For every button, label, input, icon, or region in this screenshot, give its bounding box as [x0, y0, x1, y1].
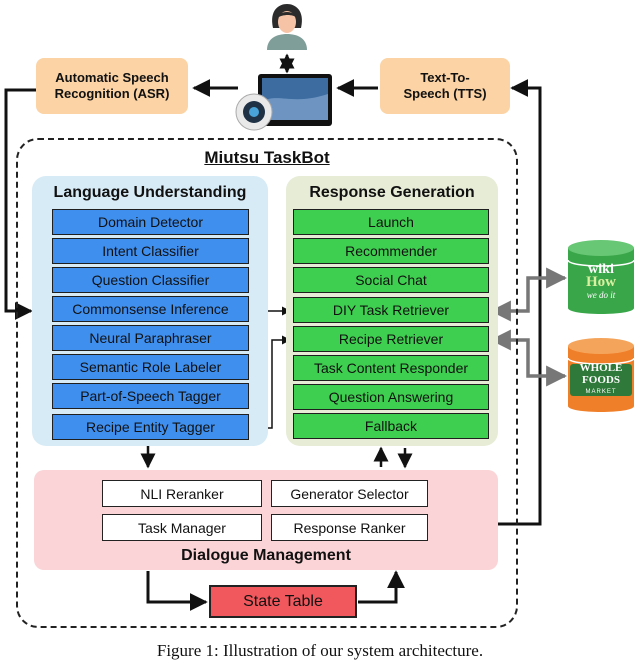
- wikihow-line3: we do it: [586, 289, 616, 300]
- wikihow-logo: wiki How we do it: [574, 262, 628, 302]
- smart-display-device: [232, 72, 340, 132]
- asr-label-line2: Recognition (ASR): [54, 86, 170, 101]
- lu-module-semantic-role-labeler: Semantic Role Labeler: [52, 354, 249, 380]
- rg-module-social-chat: Social Chat: [293, 267, 489, 293]
- asr-box: Automatic Speech Recognition (ASR): [36, 58, 188, 114]
- lu-module-recipe-entity-tagger: Recipe Entity Tagger: [52, 414, 249, 440]
- asr-to-lu-arrow: [4, 88, 38, 320]
- smart-display-icon: [235, 74, 332, 131]
- language-understanding-title: Language Understanding: [53, 184, 247, 201]
- wikihow-database: wiki How we do it: [566, 238, 636, 318]
- dm-to-state-arrow: [146, 571, 208, 611]
- wikihow-line2: How: [586, 273, 616, 290]
- rg-module-task-content-responder: Task Content Responder: [293, 355, 489, 381]
- lu-module-intent-classifier: Intent Classifier: [52, 238, 249, 264]
- rg-module-recommender: Recommender: [293, 238, 489, 264]
- rg-module-launch: Launch: [293, 209, 489, 235]
- dm-task-manager: Task Manager: [102, 514, 262, 541]
- taskbot-title: Miutsu TaskBot: [204, 148, 330, 167]
- diy-wikihow-arrow: [489, 267, 568, 322]
- rg-module-recipe-retriever: Recipe Retriever: [293, 326, 489, 352]
- dm-response-ranker: Response Ranker: [271, 514, 428, 541]
- asr-label-line1: Automatic Speech: [55, 70, 169, 85]
- rg-module-fallback: Fallback: [293, 413, 489, 439]
- lu-module-neural-paraphraser: Neural Paraphraser: [52, 325, 249, 351]
- rg-module-question-answering: Question Answering: [293, 384, 489, 410]
- state-to-dm-arrow: [358, 570, 405, 604]
- response-generation-title: Response Generation: [309, 184, 475, 201]
- tts-label-line1: Text-To-: [420, 70, 470, 85]
- state-table: State Table: [209, 585, 357, 618]
- rg-module-diy-task-retriever: DIY Task Retriever: [293, 297, 489, 323]
- wikihow-database-icon: [567, 240, 635, 314]
- tts-box: Text-To- Speech (TTS): [380, 58, 510, 114]
- taskbot-container: [16, 138, 518, 628]
- wholefoods-logo: WHOLE FOODS MARKET: [570, 362, 632, 396]
- figure-caption: Figure 1: Illustration of our system arc…: [156, 641, 484, 660]
- lu-module-question-classifier: Question Classifier: [52, 267, 249, 293]
- dialogue-management-title: Dialogue Management: [181, 547, 351, 564]
- wholefoods-line1: WHOLE: [579, 362, 623, 374]
- dm-generator-selector: Generator Selector: [271, 480, 428, 507]
- wholefoods-line3: MARKET: [585, 389, 617, 395]
- wholefoods-database: WHOLE FOODS MARKET: [566, 336, 636, 416]
- dm-nli-reranker: NLI Reranker: [102, 480, 262, 507]
- tts-label-line2: Speech (TTS): [403, 86, 487, 101]
- recipe-wholefoods-arrow: [489, 329, 568, 387]
- wikihow-line1: wiki: [588, 261, 614, 277]
- wholefoods-line2: FOODS: [582, 374, 620, 386]
- lu-module-pos-tagger: Part-of-Speech Tagger: [52, 383, 249, 409]
- lu-module-domain-detector: Domain Detector: [52, 209, 249, 235]
- user-icon: [267, 4, 307, 50]
- lu-module-commonsense-inference: Commonsense Inference: [52, 296, 249, 322]
